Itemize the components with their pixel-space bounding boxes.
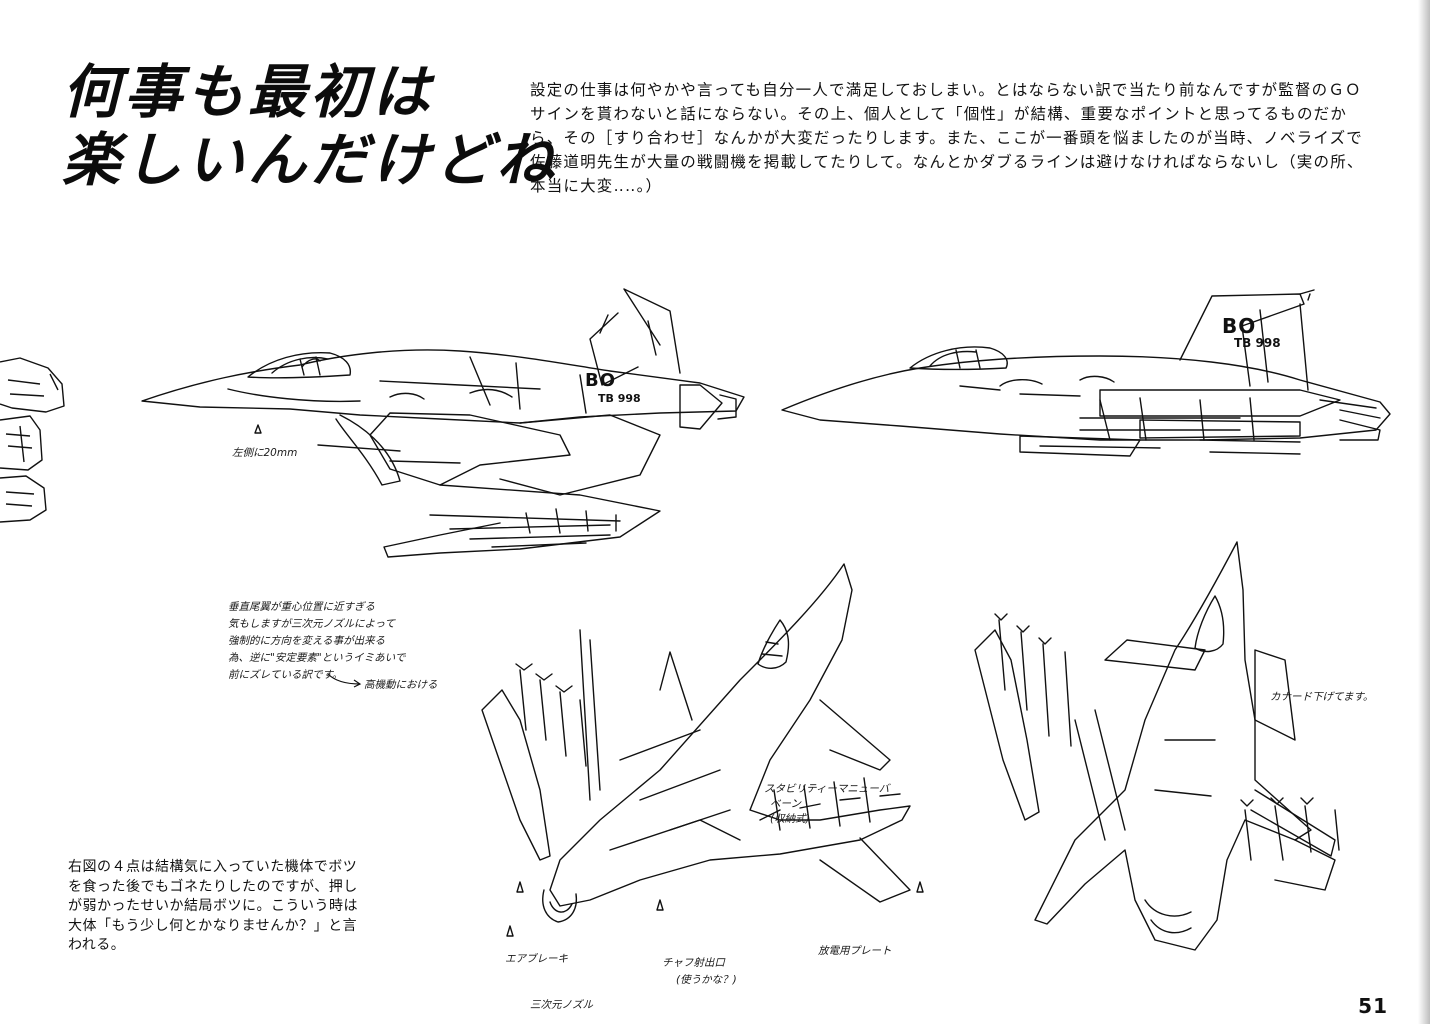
jet-top-view-weapons-drawing: [480, 560, 940, 960]
title-line-2: 楽しいんだけどね: [62, 126, 559, 194]
chaff-note-line-1: チャフ射出口: [662, 957, 725, 969]
jet-side-profile-drawing: [780, 290, 1400, 490]
jet1-tail-number: TB 998: [598, 392, 641, 405]
jet2-tail-marking: BO: [1222, 314, 1257, 338]
vane-note-line-1: スタビリティーマニューバ: [764, 783, 890, 795]
caption-paragraph: 右図の４点は結構気に入っていた機体でボツを食った後でもゴネたりしたのですが、押し…: [68, 859, 358, 953]
chaff-note-line-2: (使うかな？): [676, 974, 737, 986]
tail-note-line-1: 垂直尾翼が重心位置に近すぎる: [228, 601, 375, 613]
tail-note-line-4: 為、逆に"安定要素"というイミあいで: [228, 652, 406, 664]
page-number: 51: [1358, 994, 1388, 1018]
nozzle-note: 三次元ノズル: [530, 999, 593, 1011]
tail-note-line-3: 強制的に方向を変える事が出来る: [228, 635, 386, 647]
edge-mecha-sketch: [0, 350, 70, 530]
maneuver-note: 高機動における: [364, 679, 438, 691]
jet-three-quarter-view-drawing: [140, 285, 750, 585]
intro-paragraph: 設定の仕事は何やかや言っても自分一人で満足しておしまい。とはならない訳で当たり前…: [530, 81, 1364, 195]
page-binding-shadow: [1418, 0, 1430, 1024]
gun-note: 左側に20mm: [232, 447, 298, 459]
jet2-tail-number: TB 998: [1234, 336, 1281, 350]
airbrake-note: エアブレーキ: [505, 953, 568, 965]
title-line-1: 何事も最初は: [62, 58, 435, 126]
plate-note: 放電用プレート: [818, 945, 892, 957]
vane-note-line-2: ベーン: [770, 798, 801, 810]
canard-note: カナード下げてます。: [1270, 691, 1374, 703]
maneuver-note-arrow: [326, 670, 366, 690]
vane-note-line-3: (収納式): [770, 813, 810, 825]
tail-note-line-5: 前にズレている訳です。: [228, 669, 343, 681]
jet1-tail-marking: BO: [585, 370, 617, 391]
tail-note-line-2: 気もしますが三次元ノズルによって: [228, 618, 396, 630]
page-title: 何事も最初は 楽しいんだけどね: [62, 58, 559, 194]
jet-rear-view-weapons-drawing: [955, 540, 1395, 980]
